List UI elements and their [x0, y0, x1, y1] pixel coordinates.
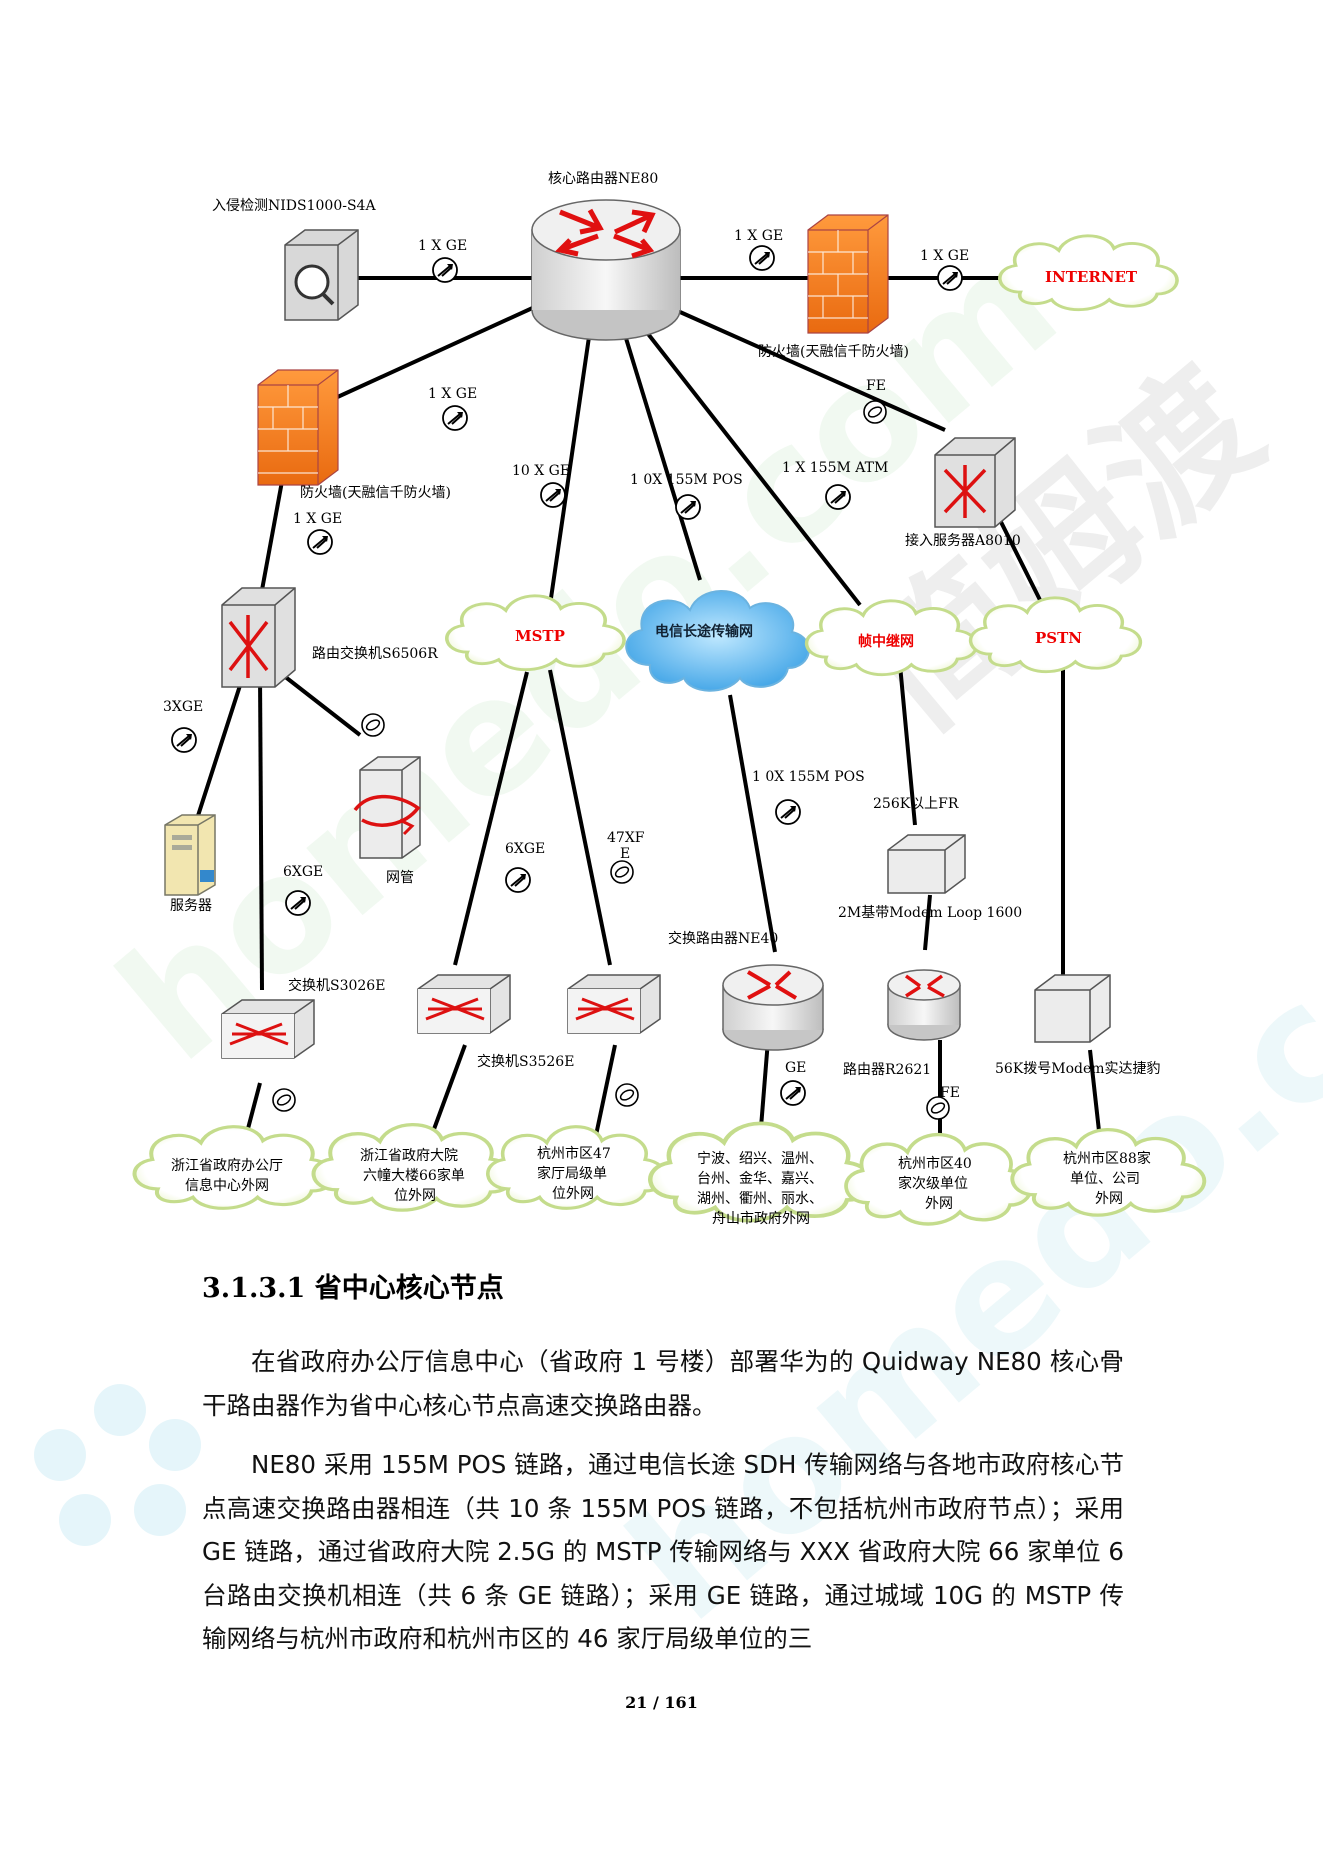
paragraph-2: NE80 采用 155M POS 链路，通过电信长途 SDH 传输网络与各地市政…	[202, 1450, 1124, 1653]
cloud-cities-line2: 台州、金华、嘉兴、	[697, 1171, 823, 1187]
link-label-mstp-s3526b-1: 47XF	[607, 830, 645, 846]
cloud-hangzhou-88-line1: 杭州市区88家	[1063, 1150, 1151, 1167]
link-fwleft-s6506-icon	[307, 529, 333, 555]
cloud-hangzhou-40-line2: 家次级单位	[898, 1175, 968, 1192]
link-label-core-access: FE	[866, 378, 886, 394]
link-label-s6506-server: 3XGE	[163, 699, 203, 715]
label-modem-2m: 2M基带Modem Loop 1600	[838, 904, 1022, 921]
link-s3026-cloud-icon	[272, 1088, 296, 1112]
cloud-compound-66-line3: 位外网	[394, 1188, 436, 1204]
label-nms: 网管	[386, 870, 414, 886]
cloud-office-center-line2: 信息中心外网	[185, 1177, 269, 1194]
link-label-ne40-cloud: GE	[785, 1060, 806, 1076]
telecom-cloud-icon	[625, 590, 810, 692]
link-core-fwleft-icon	[442, 405, 468, 431]
cloud-hangzhou-88-line2: 单位、公司	[1070, 1171, 1140, 1187]
server-icon	[164, 814, 216, 896]
network-management-icon	[353, 756, 421, 859]
link-label-telecom-ne40: 1 0X 155M POS	[752, 769, 865, 785]
paragraph-2-block: NE80 采用 155M POS 链路，通过电信长途 SDH 传输网络与各地市政…	[202, 1443, 1124, 1661]
label-pstn: PSTN	[1035, 629, 1082, 647]
cloud-office-center-line1: 浙江省政府办公厅	[171, 1158, 283, 1174]
cloud-hangzhou-47-line3: 位外网	[552, 1186, 594, 1202]
link-core-telecom-icon	[675, 494, 701, 520]
label-access-server: 接入服务器A8010	[905, 532, 1021, 549]
label-server: 服务器	[170, 898, 212, 914]
label-switch-s3026e: 交换机S3026E	[288, 977, 385, 994]
router-ne40-icon	[722, 964, 824, 1051]
label-router-ne40: 交换路由器NE40	[668, 930, 778, 947]
cloud-cities-line3: 湖州、衢州、丽水、	[697, 1190, 823, 1207]
label-modem-56k: 56K拨号Modem实达捷豹	[995, 1061, 1161, 1077]
label-router-r2621: 路由器R2621	[843, 1062, 931, 1078]
link-label-core-telecom: 1 0X 155M POS	[630, 472, 743, 488]
label-router-switch: 路由交换机S6506R	[312, 645, 438, 662]
cloud-cities-line1: 宁波、绍兴、温州、	[697, 1150, 823, 1167]
link-s6506-s3026-icon	[285, 890, 311, 916]
modem-56k-icon	[1034, 974, 1111, 1043]
link-label-core-fw: 1 X GE	[734, 228, 783, 244]
link-s6506-nms-icon	[361, 713, 385, 737]
label-telecom: 电信长途传输网	[655, 623, 753, 640]
link-core-fr-icon	[825, 484, 851, 510]
link-telecom-ne40-icon	[775, 799, 801, 825]
link-core-access-icon	[863, 400, 887, 424]
ids-device-icon	[284, 229, 359, 321]
cloud-hangzhou-40-line3: 外网	[925, 1196, 953, 1212]
router-r2621-icon	[887, 969, 961, 1041]
page-number: 21 / 161	[625, 1693, 698, 1712]
link-label-fr-modem: 256K以上FR	[873, 796, 959, 812]
watermark-flower-icon	[34, 1384, 201, 1546]
link-label-fw-internet: 1 X GE	[920, 248, 969, 264]
link-label-s6506-s3026: 6XGE	[283, 864, 323, 880]
cloud-hangzhou-47-line1: 杭州市区47	[537, 1145, 611, 1162]
link-s6506-server-icon	[171, 727, 197, 753]
access-server-a8010-icon	[934, 437, 1016, 528]
label-switch-s3526e: 交换机S3526E	[477, 1053, 574, 1070]
cloud-compound-66-line2: 六幢大楼66家单	[363, 1167, 465, 1184]
cloud-compound-66-line1: 浙江省政府大院	[360, 1148, 458, 1164]
link-s3526b-cloud-icon	[615, 1083, 639, 1107]
switch-s3526e-a-icon	[416, 973, 512, 1035]
link-fw-internet-icon	[937, 265, 963, 291]
link-label-mstp-s3526b-2: E	[620, 846, 630, 862]
router-switch-s6506r-icon	[221, 587, 296, 688]
link-label-ids-core: 1 X GE	[418, 238, 467, 254]
link-label-core-mstp: 10 X GE	[512, 463, 570, 479]
paragraph-1-block: 在省政府办公厅信息中心（省政府 1 号楼）部署华为的 Quidway NE80 …	[202, 1340, 1124, 1427]
link-core-fw-icon	[749, 245, 775, 271]
link-mstp-s3526b-icon	[610, 860, 634, 884]
paragraph-1: 在省政府办公厅信息中心（省政府 1 号楼）部署华为的 Quidway NE80 …	[202, 1347, 1124, 1420]
link-label-core-fwleft: 1 X GE	[428, 386, 477, 402]
section-heading: 3.1.3.1 省中心核心节点	[202, 1273, 504, 1304]
switch-s3526e-b-icon	[566, 973, 662, 1035]
label-ids: 入侵检测NIDS1000-S4A	[212, 197, 376, 214]
network-topology-diagram: 核心路由器NE80 入侵检测NIDS1000-S4A 防火墙(天融信千防火墙) …	[0, 171, 1207, 1227]
label-internet: INTERNET	[1045, 268, 1138, 286]
switch-s3026e-icon	[220, 998, 316, 1060]
label-firewall-left: 防火墙(天融信千防火墙)	[300, 485, 451, 501]
link-label-r2621-cloud: FE	[940, 1085, 960, 1101]
label-core-router: 核心路由器NE80	[548, 171, 658, 187]
label-firewall-top: 防火墙(天融信千防火墙)	[758, 344, 909, 360]
cloud-hangzhou-40-line1: 杭州市区40	[898, 1155, 972, 1172]
link-label-fwleft-s6506: 1 X GE	[293, 511, 342, 527]
modem-2m-icon	[887, 834, 966, 894]
label-mstp: MSTP	[515, 627, 565, 645]
link-ne40-cloud-icon	[780, 1080, 806, 1106]
cloud-hangzhou-47-line2: 家厅局级单	[537, 1165, 607, 1182]
link-mstp-s3526a-icon	[505, 867, 531, 893]
firewall-top-icon	[807, 214, 889, 334]
cloud-hangzhou-88-line3: 外网	[1095, 1191, 1123, 1207]
link-core-mstp-icon	[540, 482, 566, 508]
firewall-left-icon	[257, 369, 339, 486]
core-router-ne80-icon	[531, 199, 681, 341]
link-label-mstp-s3526a: 6XGE	[505, 841, 545, 857]
link-label-core-fr: 1 X 155M ATM	[782, 460, 888, 476]
cloud-cities-line4: 舟山市政府外网	[712, 1210, 810, 1227]
label-frame-relay: 帧中继网	[858, 633, 914, 650]
link-ids-core-icon	[432, 257, 458, 283]
